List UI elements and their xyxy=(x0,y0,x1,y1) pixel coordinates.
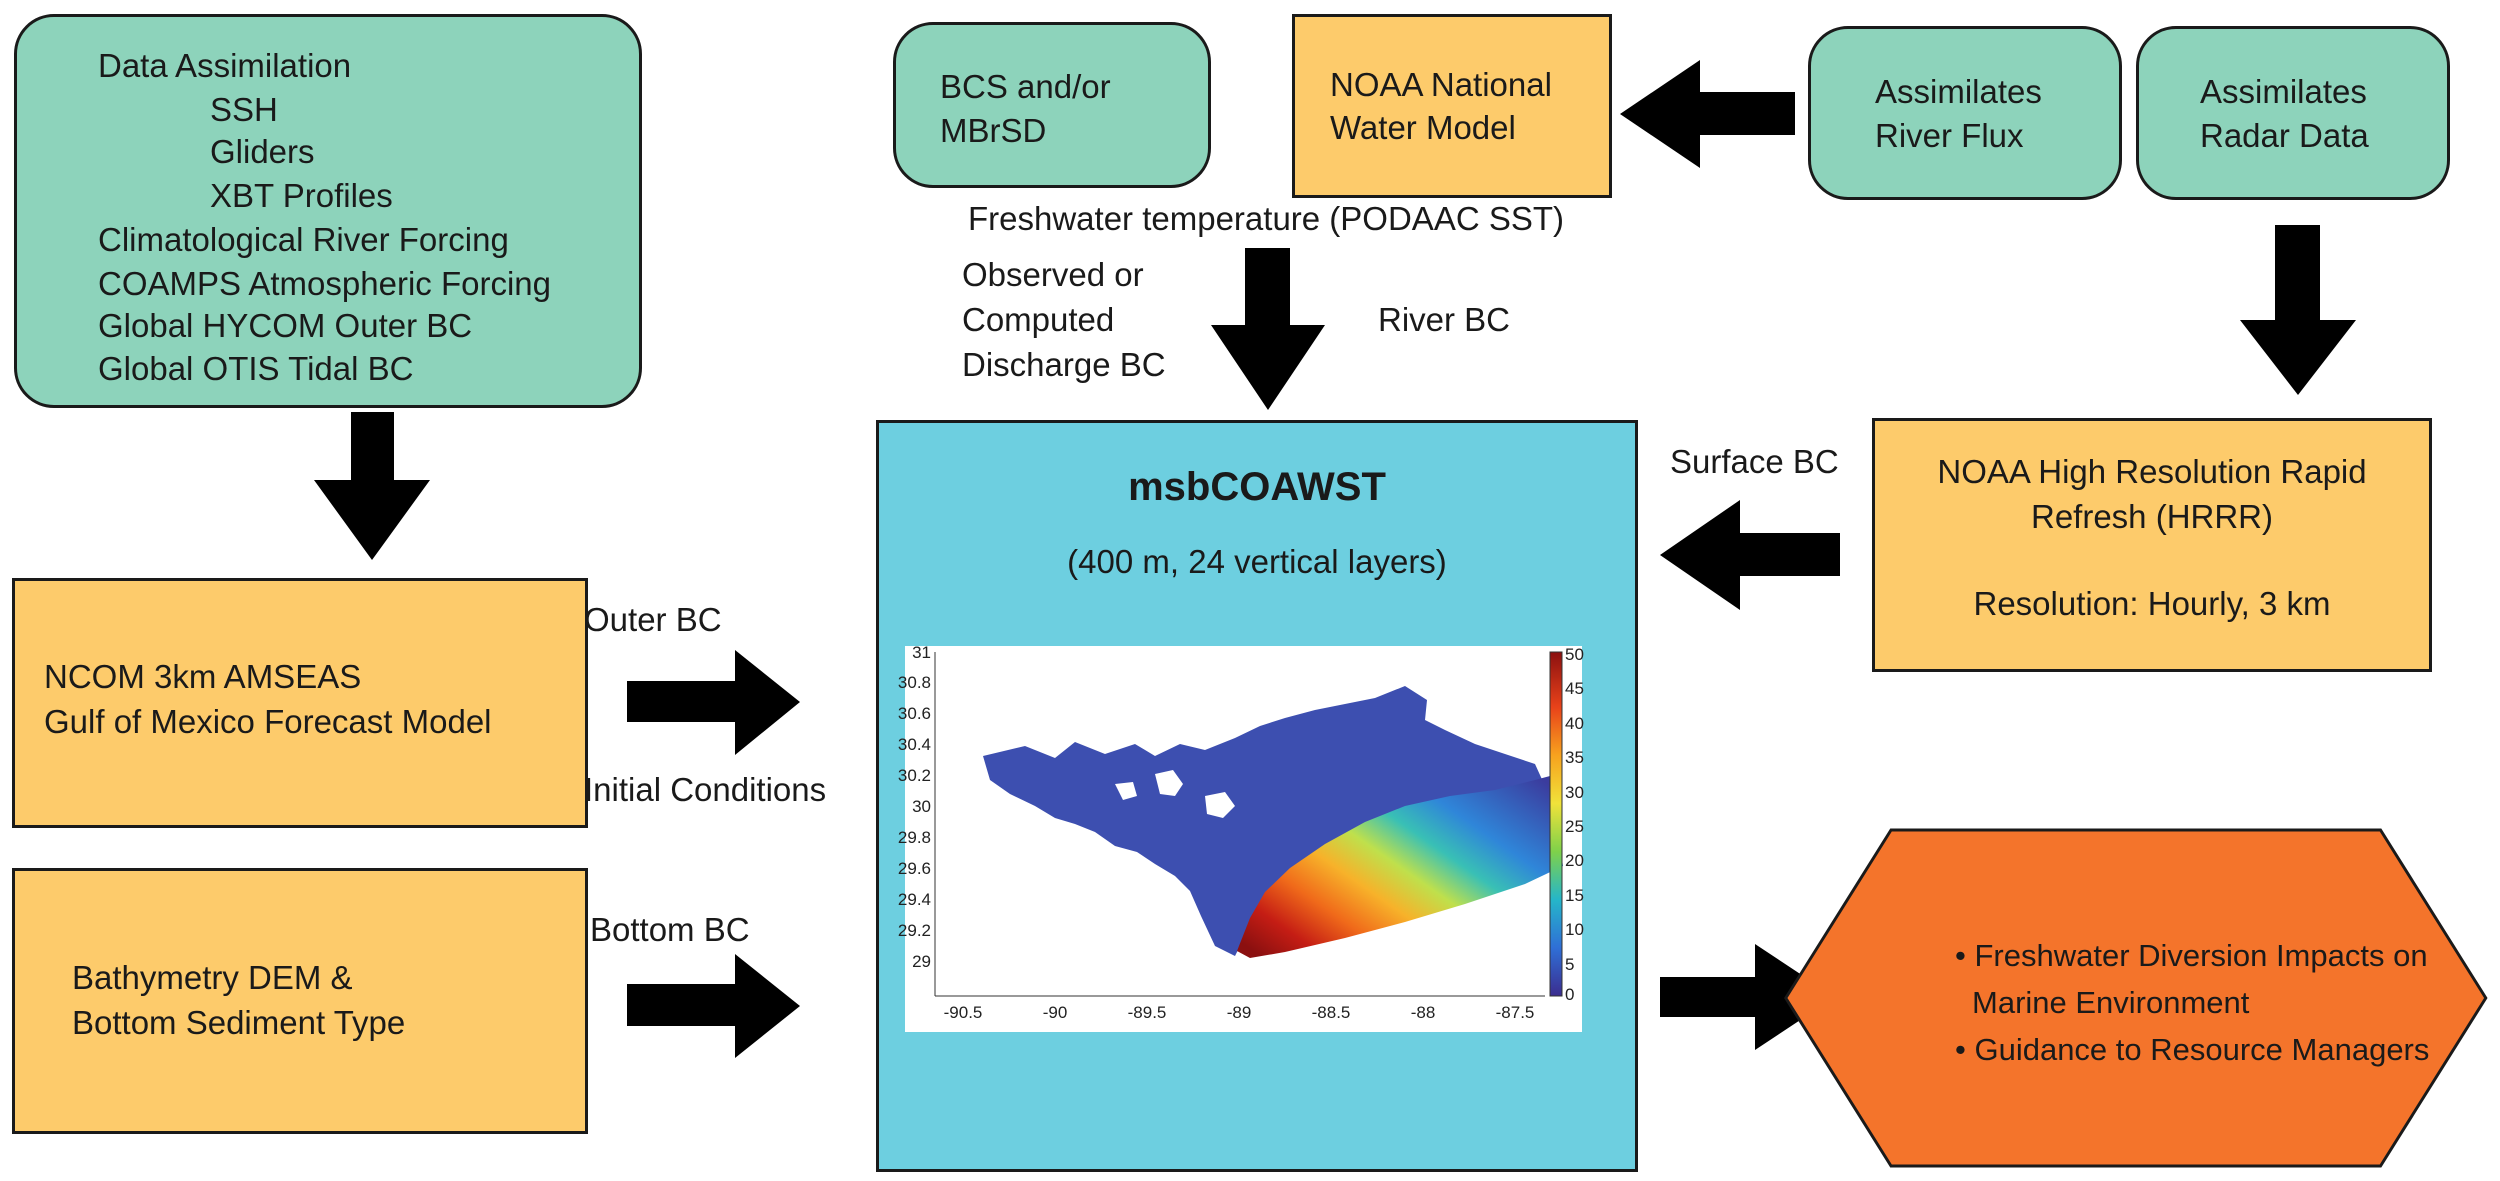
radar-line: Radar Data xyxy=(2200,117,2369,154)
colorbar-tick: 5 xyxy=(1565,955,1574,974)
outcome-line: • Freshwater Diversion Impacts on xyxy=(1955,938,2428,973)
hrrr-line: Resolution: Hourly, 3 km xyxy=(1973,585,2331,622)
nwm-line: NOAA National xyxy=(1330,66,1552,103)
x-tick-labels: -90.5 -90 -89.5 -89 -88.5 -88 -87.5 xyxy=(944,1003,1535,1022)
data-sub-item: XBT Profiles xyxy=(210,177,393,214)
arrow-radar-to-hrrr xyxy=(2240,225,2356,395)
arrow-model-to-outcome xyxy=(1660,944,1835,1050)
colorbar-tick: 30 xyxy=(1565,783,1584,802)
x-tick: -90.5 xyxy=(944,1003,983,1022)
ncom-line: NCOM 3km AMSEAS xyxy=(44,658,362,695)
salinity-map: 31 30.8 30.6 30.4 30.2 30 29.8 29.6 29.4… xyxy=(898,643,1584,1032)
arrow-ncom-to-model xyxy=(627,650,800,755)
surface-bc-label: Surface BC xyxy=(1670,443,1839,480)
y-tick: 29.4 xyxy=(898,890,931,909)
y-tick: 30.6 xyxy=(898,704,931,723)
map-axes xyxy=(934,652,1545,997)
delta-land xyxy=(1115,770,1235,818)
y-tick: 29.2 xyxy=(898,921,931,940)
arrow-data-to-ncom xyxy=(314,412,430,560)
nwm-box xyxy=(1292,14,1612,198)
river-flux-line: River Flux xyxy=(1875,117,2024,154)
outcome-line: • Guidance to Resource Managers xyxy=(1955,1032,2430,1067)
ncom-box xyxy=(12,578,588,828)
data-item: Global HYCOM Outer BC xyxy=(98,307,473,344)
river-flux-line: Assimilates xyxy=(1875,73,2042,110)
colorbar-tick: 50 xyxy=(1565,645,1584,664)
model-title: msbCOAWST xyxy=(1128,465,1386,509)
x-tick: -88.5 xyxy=(1312,1003,1351,1022)
y-tick: 29.6 xyxy=(898,859,931,878)
arrow-hrrr-to-model xyxy=(1660,500,1840,610)
arrow-bathy-to-model xyxy=(627,954,800,1058)
colorbar-tick: 0 xyxy=(1565,985,1574,1004)
bottom-bc-label: Bottom BC xyxy=(590,911,750,948)
freshwater-label: Freshwater temperature (PODAAC SST) xyxy=(968,200,1564,237)
colorbar-tick: 35 xyxy=(1565,748,1584,767)
data-assimilation-title: Data Assimilation xyxy=(98,47,352,84)
data-assimilation-box xyxy=(14,14,642,408)
radar-line: Assimilates xyxy=(2200,73,2367,110)
colorbar-tick: 40 xyxy=(1565,714,1584,733)
discharge-label: Computed xyxy=(962,301,1115,338)
river-flux-box xyxy=(1808,26,2122,200)
colorbar-tick-labels: 50 45 40 35 30 25 20 15 10 5 0 xyxy=(1565,645,1584,1004)
shelf-salinity-region xyxy=(1237,776,1563,958)
model-subtitle: (400 m, 24 vertical layers) xyxy=(1067,543,1447,580)
y-tick: 31 xyxy=(912,643,931,662)
bcs-box xyxy=(893,22,1211,188)
y-tick: 29.8 xyxy=(898,828,931,847)
bcs-line: BCS and/or xyxy=(940,68,1111,105)
arrow-discharge-to-model xyxy=(1211,248,1325,410)
y-tick: 30.2 xyxy=(898,766,931,785)
x-tick: -87.5 xyxy=(1496,1003,1535,1022)
bathymetry-line: Bathymetry DEM & xyxy=(72,959,353,996)
y-tick: 30.4 xyxy=(898,735,931,754)
colorbar-tick: 15 xyxy=(1565,886,1584,905)
hrrr-line: Refresh (HRRR) xyxy=(2030,498,2274,535)
hrrr-line: NOAA High Resolution Rapid xyxy=(1937,453,2367,490)
hrrr-box xyxy=(1872,418,2432,672)
y-tick: 29 xyxy=(912,952,931,971)
ncom-line: Gulf of Mexico Forecast Model xyxy=(44,703,492,740)
salinity-map-svg: 31 30.8 30.6 30.4 30.2 30 29.8 29.6 29.4… xyxy=(898,643,1584,1022)
y-tick: 30 xyxy=(912,797,931,816)
discharge-label: Observed or xyxy=(962,256,1144,293)
initial-conditions-label: Initial Conditions xyxy=(584,771,827,808)
data-item: Global OTIS Tidal BC xyxy=(98,350,414,387)
y-tick: 30.8 xyxy=(898,673,931,692)
bathymetry-line: Bottom Sediment Type xyxy=(72,1004,406,1041)
coastal-water-region xyxy=(983,686,1545,956)
y-tick-labels: 31 30.8 30.6 30.4 30.2 30 29.8 29.6 29.4… xyxy=(898,643,931,971)
colorbar-tick: 45 xyxy=(1565,679,1584,698)
bathymetry-box xyxy=(12,868,588,1134)
outcome-line: Marine Environment xyxy=(1972,985,2250,1020)
x-tick: -89 xyxy=(1227,1003,1252,1022)
river-bc-label: River BC xyxy=(1378,301,1511,338)
data-sub-item: Gliders xyxy=(210,133,315,170)
outcome-hexagon xyxy=(1784,828,2488,1168)
colorbar xyxy=(1549,651,1563,997)
x-tick: -88 xyxy=(1411,1003,1436,1022)
bcs-line: MBrSD xyxy=(940,112,1047,149)
nwm-line: Water Model xyxy=(1330,109,1516,146)
data-sub-item: SSH xyxy=(210,91,278,128)
discharge-label: Discharge BC xyxy=(962,346,1166,383)
data-item: Climatological River Forcing xyxy=(98,221,509,258)
colorbar-tick: 10 xyxy=(1565,920,1584,939)
x-tick: -90 xyxy=(1043,1003,1068,1022)
x-tick: -89.5 xyxy=(1128,1003,1167,1022)
arrow-riverflux-to-nwm xyxy=(1620,60,1795,168)
outer-bc-label: Outer BC xyxy=(584,601,722,638)
radar-box xyxy=(2136,26,2450,200)
colorbar-tick: 20 xyxy=(1565,851,1584,870)
data-item: COAMPS Atmospheric Forcing xyxy=(98,265,551,302)
colorbar-tick: 25 xyxy=(1565,817,1584,836)
